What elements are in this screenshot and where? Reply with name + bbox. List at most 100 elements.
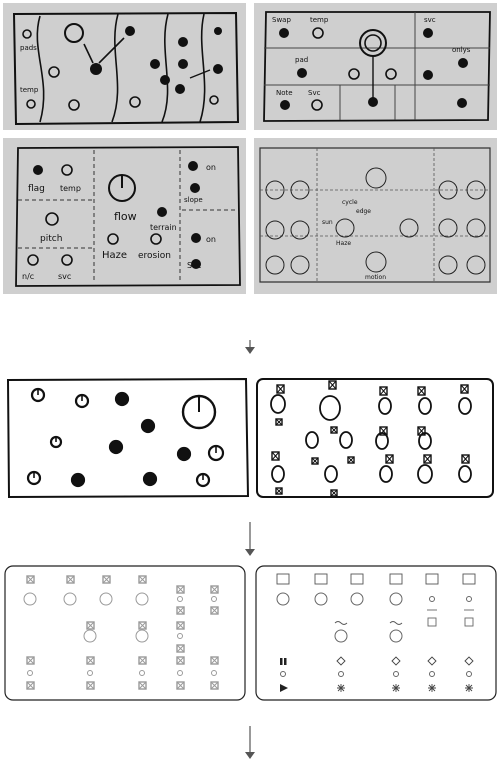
lowfi-small-box-0-x2 [275, 418, 283, 426]
wire-r-knob-1 [314, 592, 328, 606]
lowfi-box-8-x2 [385, 454, 394, 464]
lowfi-box-8 [385, 454, 394, 464]
lowfi-box-1 [328, 380, 337, 390]
sketch-panel-a: pads temp [3, 3, 246, 130]
lowfi-box-3 [417, 386, 426, 396]
wire-r-knob-3 [389, 592, 403, 606]
wire-l-bot-dot-2 [139, 670, 145, 676]
wire-l-knob-0 [23, 592, 37, 606]
wire-l-col-dot-0 [177, 596, 183, 602]
lowfi-small-box-1-x2 [330, 426, 338, 434]
lowfi-knob-9 [70, 472, 86, 488]
lowfi-panel-left [6, 377, 250, 499]
lowfi-right-controls [270, 380, 472, 497]
lowfi-knob-6 [176, 446, 192, 462]
lowfi-ring-0 [270, 394, 286, 414]
lowfi-left-knobs [26, 387, 225, 488]
sketch-c-label-10: Svc [187, 261, 201, 270]
wire-l-mid-box-0-x2 [86, 621, 95, 630]
wire-l-bot-box-4 [210, 656, 219, 665]
wire-l-col-box2-0 [176, 606, 185, 615]
lowfi-box-10 [461, 454, 470, 464]
sketch-c-label-0: flag [28, 184, 45, 194]
lowfi-small-box-2-x2 [311, 457, 319, 465]
wire-l-bot-box-3 [176, 656, 185, 665]
lowfi-small-box-4 [330, 489, 338, 497]
wire-l-bot-dot-1 [87, 670, 93, 676]
wire-l-bot-box-2-x2 [138, 656, 147, 665]
wire-r-mid-knob-1 [389, 629, 403, 643]
wire-l-bot-box2-0 [26, 681, 35, 690]
sketch-c-label-8: on [206, 163, 216, 172]
wire-r-diamond-icon-3 [464, 656, 474, 666]
lowfi-knob-8 [142, 471, 158, 487]
wire-r-icon-2 [350, 573, 364, 585]
arrow-down-1 [245, 340, 255, 354]
wire-l-bot-box2-4 [210, 681, 219, 690]
sketch-c-label-6: erosion [138, 251, 171, 261]
sketch-c-label-3: flow [114, 210, 137, 223]
lowfi-knob-2 [114, 391, 130, 407]
wire-l-col-box3-x2 [176, 621, 185, 630]
wire-l-top-box-2-x2 [102, 575, 111, 584]
sketch-d-label-3: sun [322, 219, 333, 226]
lowfi-small-box-3-x2 [347, 456, 355, 464]
lowfi-ring-9 [271, 465, 285, 483]
sketch-c-label-9: on [206, 235, 216, 244]
wire-l-knob-2 [99, 592, 113, 606]
wire-l-bot-dot-0 [27, 670, 33, 676]
lowfi-small-box-4-x2 [330, 489, 338, 497]
sketch-d-label-1: Haze [336, 240, 351, 247]
wire-l-top-box-2 [102, 575, 111, 584]
arrow-down-3 [245, 726, 255, 759]
sketch-b-label-6: Svc [308, 89, 321, 97]
wire-l-bot-box2-4-x2 [210, 681, 219, 690]
wire-l-top-box-3-x2 [138, 575, 147, 584]
sketch-c-label-1: temp [60, 184, 81, 193]
pause-icon-bar-2 [284, 658, 287, 665]
wire-r-knob-2 [350, 592, 364, 606]
lowfi-ring-12 [417, 464, 433, 484]
asterisk-icon-1 [392, 684, 400, 692]
lowfi-box-9 [423, 454, 432, 464]
wire-l-mid-box-2 [176, 644, 185, 653]
wireframe-panel-left [4, 565, 246, 701]
wire-r-wave-icon-1 [389, 621, 403, 625]
lowfi-box-7-x2 [271, 451, 280, 461]
lowfi-box-4-x2 [460, 384, 469, 394]
wire-l-top-box-1 [66, 575, 75, 584]
lowfi-box-2-x2 [379, 386, 388, 396]
asterisk-icon-3 [465, 684, 473, 692]
wire-r-diamond-icon-0 [336, 656, 346, 666]
wire-l-mid-dot [177, 633, 183, 639]
lowfi-box-6-x2 [417, 426, 426, 436]
wire-l-mid-box-0 [86, 621, 95, 630]
wire-l-mid-box-1-x2 [138, 621, 147, 630]
wire-l-mid-knob-1 [135, 629, 149, 643]
wire-r-knob-0 [276, 592, 290, 606]
wire-l-bot-box2-2-x2 [138, 681, 147, 690]
wire-l-bot-box2-0-x2 [26, 681, 35, 690]
wire-l-top-box-0 [26, 575, 35, 584]
wire-l-col-box-0 [176, 585, 185, 594]
sketch-b-label-1: temp [310, 16, 329, 24]
wire-r-icon-3 [389, 573, 403, 585]
wire-l-col-box2-0-x2 [176, 606, 185, 615]
lowfi-ring-11 [379, 465, 393, 483]
sketch-c-label-7: slope [184, 196, 203, 204]
wire-l-bot-box2-1 [86, 681, 95, 690]
lowfi-ring-6 [339, 431, 353, 449]
wire-l-knob-1 [63, 592, 77, 606]
wire-l-knob-3 [135, 592, 149, 606]
sketch-c-label-5: Haze [102, 250, 127, 261]
lowfi-ring-2 [378, 397, 392, 415]
lowfi-box-10-x2 [461, 454, 470, 464]
wire-l-col-box-0-x2 [176, 585, 185, 594]
wire-r-icon-0 [276, 573, 290, 585]
wire-r-knob-5 [466, 596, 472, 602]
sketch-c-label-4: terrain [150, 223, 177, 232]
wire-l-col-box3 [176, 621, 185, 630]
lowfi-box-4 [460, 384, 469, 394]
lowfi-box-1-x2 [328, 380, 337, 390]
